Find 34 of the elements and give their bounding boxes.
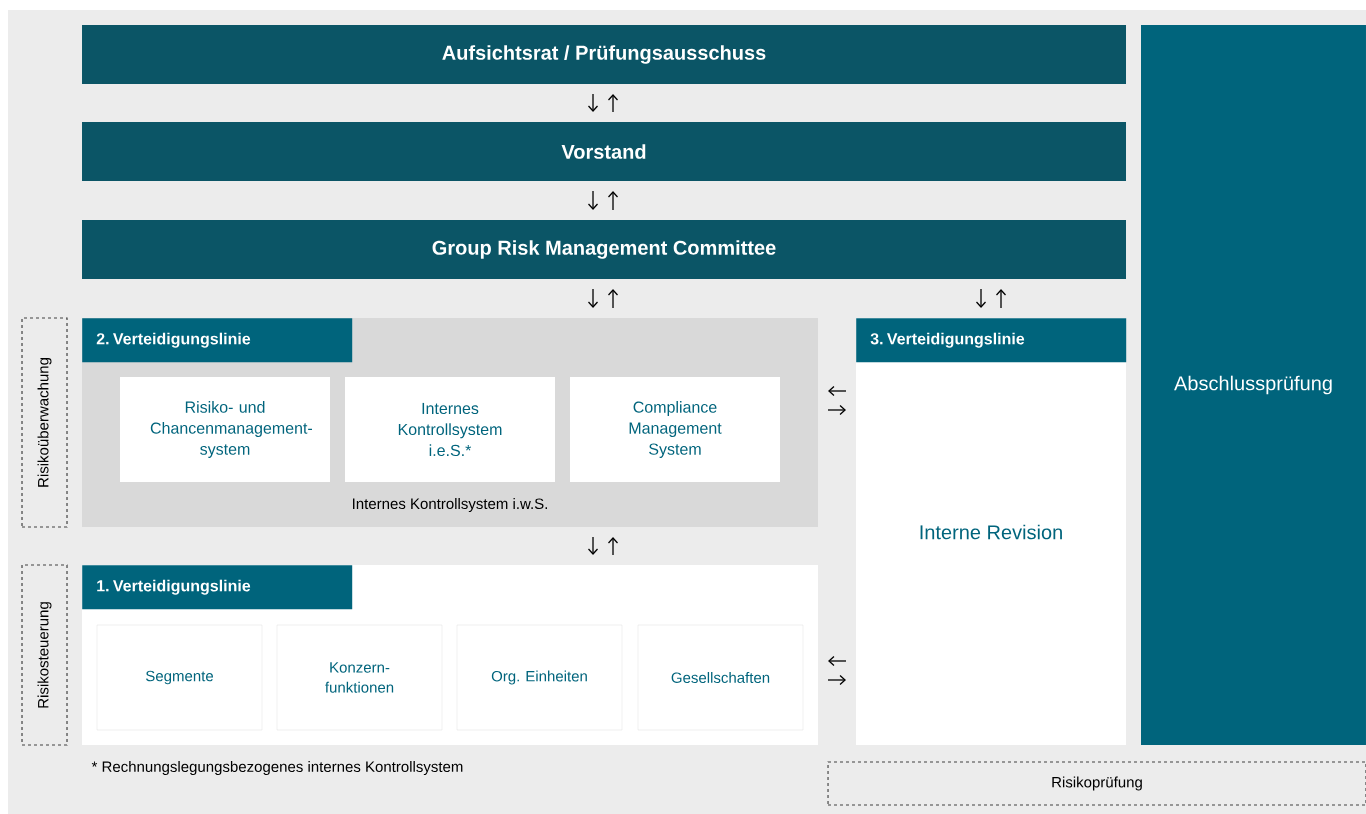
- panel-tab: 3. Verteidigungslinie: [856, 318, 1127, 363]
- panel-title: Interne Revision: [920, 524, 1062, 540]
- text-box: Internes Kontrollsystem i.e.S.*: [345, 377, 555, 482]
- arrow: [828, 385, 847, 397]
- arrow: [587, 190, 599, 210]
- arrow: [587, 288, 599, 308]
- arrow: [975, 288, 987, 308]
- text-box: Org. Einheiten: [456, 624, 623, 731]
- footnote: * Rechnungslegungsbezogenes internes Kontrollsystem: [91, 761, 463, 775]
- arrow: [827, 404, 846, 416]
- arrow: [607, 289, 619, 309]
- panel-tab: 2. Verteidigungslinie: [82, 318, 353, 363]
- arrow: [607, 537, 619, 556]
- arrow: [995, 289, 1007, 309]
- text-box: Konzern- funktionen: [276, 624, 443, 731]
- title-bar: Group Risk Management Committee: [82, 220, 1126, 279]
- arrow: [828, 655, 847, 667]
- text-box: Risiko- und Chancenmanagement- system: [120, 377, 330, 482]
- rotated-label: Risikoüberwachung: [37, 358, 52, 487]
- caption-text: Internes Kontrollsystem i.w.S.: [353, 498, 547, 512]
- arrow: [607, 94, 619, 113]
- arrow: [607, 191, 619, 211]
- text-box: Gesellschaften: [637, 624, 804, 731]
- text-box: Compliance Management System: [570, 377, 780, 482]
- arrow: [587, 93, 599, 112]
- title-bar: Aufsichtsrat / Prüfungsausschuss: [82, 25, 1126, 84]
- arrow: [587, 536, 599, 555]
- side-panel: Abschlussprüfung: [1141, 25, 1366, 745]
- dashed-box: Risikoprüfung: [827, 761, 1366, 806]
- panel-tab: 1. Verteidigungslinie: [82, 565, 353, 610]
- rotated-label: Risikosteuerung: [37, 602, 52, 708]
- arrow: [827, 674, 846, 686]
- text-box: Segmente: [96, 624, 263, 731]
- title-bar: Vorstand: [82, 122, 1126, 181]
